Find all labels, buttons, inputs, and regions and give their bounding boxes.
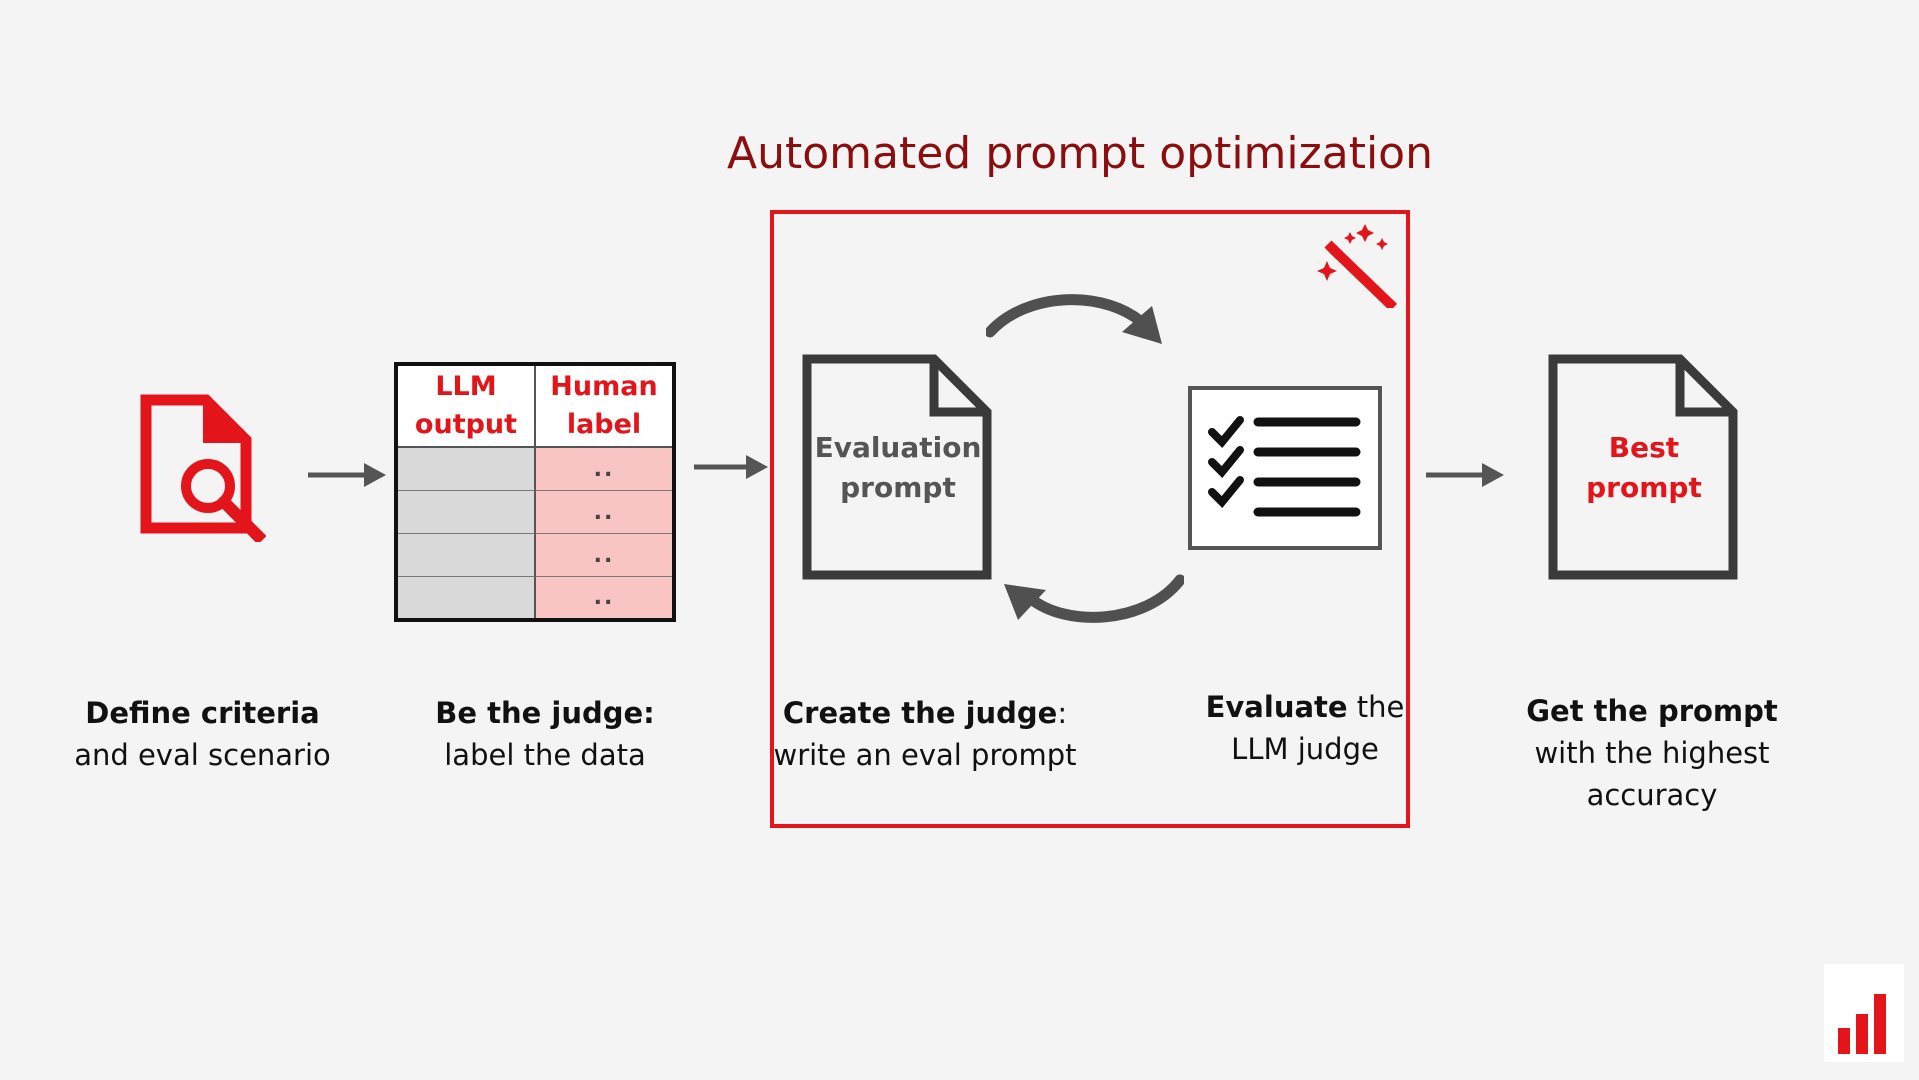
caption-evaluate: Evaluate the LLM judge (1170, 686, 1440, 770)
caption-bold: Define criteria (85, 696, 320, 730)
table-header-human-label: Human label (536, 366, 672, 448)
cycle-arrow-icon (1004, 574, 1184, 623)
caption-bold: Be the judge: (435, 696, 655, 730)
arrow-right-icon (308, 463, 386, 487)
table-cell-human: .. (536, 534, 672, 577)
caption-judge: Be the judge: label the data (400, 692, 690, 776)
caption-get: Get the prompt with the highest accuracy (1510, 690, 1794, 816)
document-search-icon (140, 394, 266, 542)
caption-rest: label the data (444, 738, 646, 772)
document-icon (1548, 354, 1738, 580)
caption-define: Define criteria and eval scenario (50, 692, 355, 776)
caption-rest: with the highest (1534, 736, 1770, 770)
caption-punct: : (1057, 696, 1068, 730)
table-cell-llm (398, 577, 536, 618)
best-prompt-label: Best prompt (1552, 428, 1736, 508)
caption-rest: accuracy (1586, 778, 1718, 812)
table-cell-llm (398, 534, 536, 577)
caption-rest: and eval scenario (74, 738, 331, 772)
caption-after: the (1347, 690, 1405, 724)
table-cell-human: .. (536, 448, 672, 491)
doc-line: Evaluation (814, 431, 982, 464)
caption-rest: write an eval prompt (773, 738, 1077, 772)
table-cell-human: .. (536, 577, 672, 618)
labeling-table: LLM output Human label .. .. .. .. (394, 362, 676, 622)
table-cell-llm (398, 491, 536, 534)
header-line: output (414, 409, 518, 440)
diagram-title: Automated prompt optimization (727, 128, 1433, 179)
cycle-arrow-icon (986, 294, 1162, 344)
evaluation-prompt-label: Evaluation prompt (806, 428, 990, 508)
checklist-icon (1188, 386, 1382, 550)
table-header-llm-output: LLM output (398, 366, 536, 448)
header-line: Human (550, 371, 658, 402)
brand-logo-icon (1824, 964, 1904, 1062)
caption-bold: Create the judge (782, 696, 1058, 730)
table-cell-human: .. (536, 491, 672, 534)
doc-line: prompt (1586, 471, 1702, 504)
magic-wand-icon (1317, 224, 1398, 308)
caption-bold: Evaluate (1205, 690, 1348, 724)
arrow-right-icon (1426, 463, 1504, 487)
header-line: LLM (435, 371, 497, 402)
caption-bold: Get the prompt (1526, 694, 1778, 728)
arrow-right-icon (694, 455, 768, 479)
header-line: label (566, 409, 642, 440)
caption-rest: LLM judge (1231, 732, 1379, 766)
document-icon (802, 354, 992, 580)
caption-create: Create the judge: write an eval prompt (770, 692, 1080, 776)
doc-line: Best (1608, 431, 1680, 464)
doc-line: prompt (840, 471, 956, 504)
table-cell-llm (398, 448, 536, 491)
automation-frame (770, 210, 1410, 828)
